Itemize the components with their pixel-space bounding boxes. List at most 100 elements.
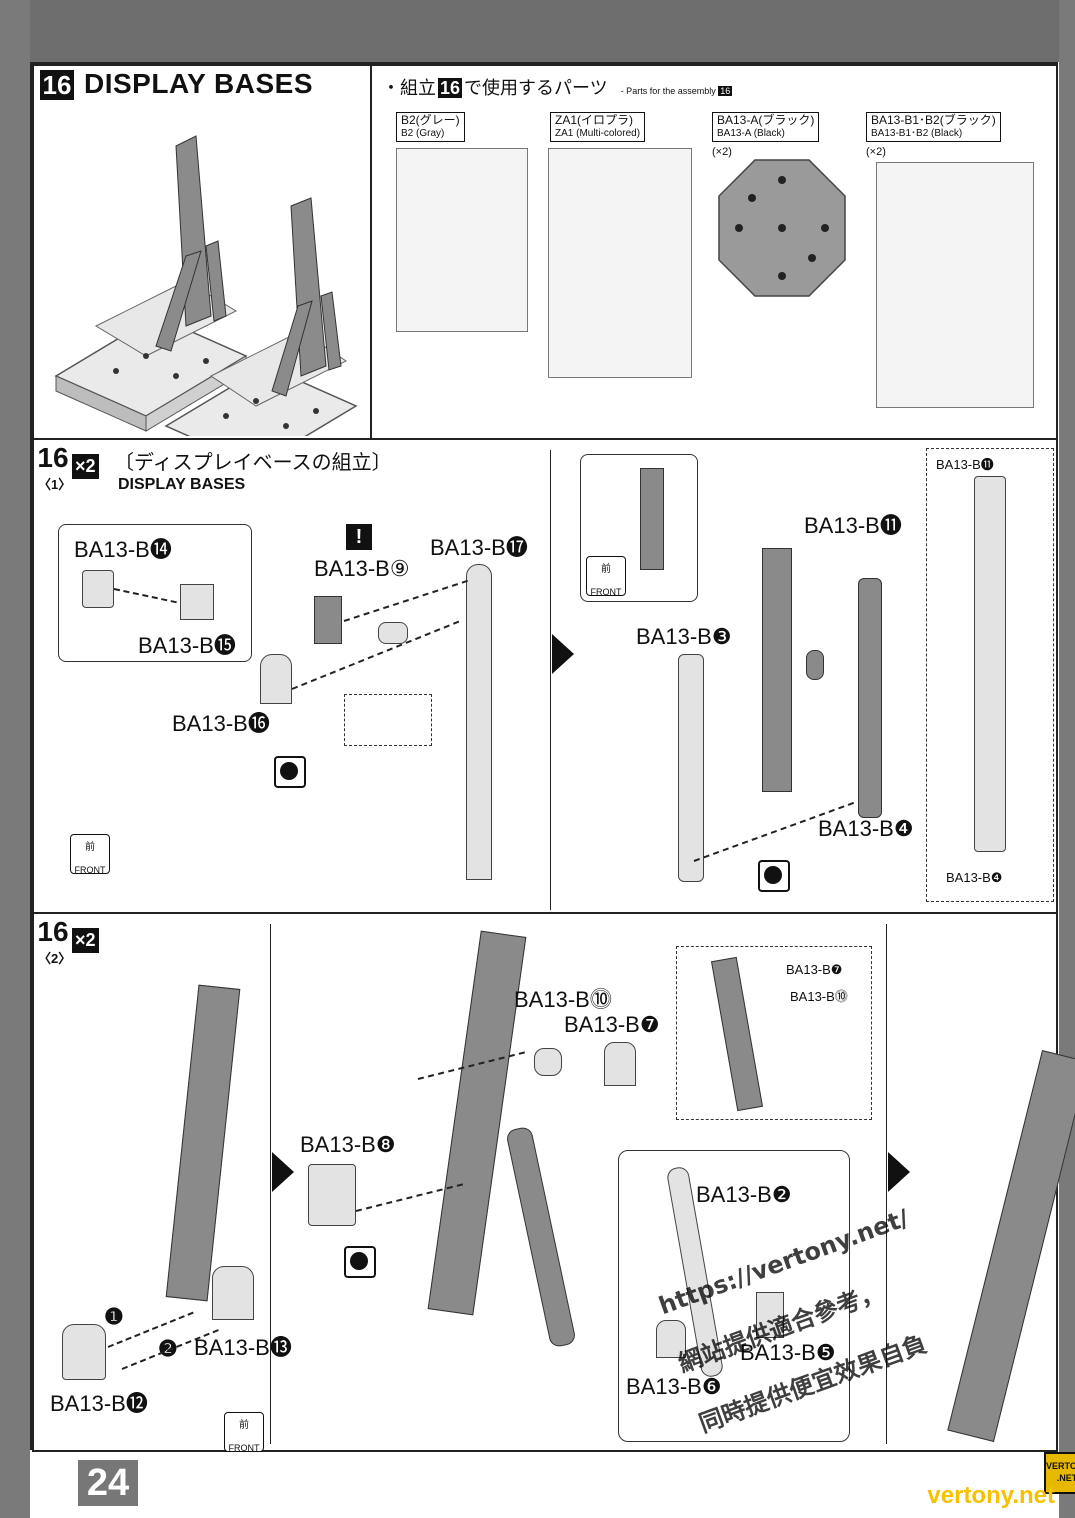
part-b6 [656, 1320, 686, 1358]
part-b7 [604, 1042, 636, 1086]
page-number: 24 [78, 1460, 138, 1506]
label-b10-small: BA13-B⓾ [790, 989, 848, 1004]
page-title: DISPLAY BASES [84, 68, 314, 99]
label-b4: BA13-B❹ [818, 816, 914, 841]
label-b11-small: BA13-B⓫ [936, 457, 994, 472]
detail-inset-b9 [344, 694, 432, 746]
next-arrow-3 [888, 1152, 910, 1192]
order-1: ❶ [104, 1304, 124, 1329]
next-arrow-2 [272, 1152, 294, 1192]
runner-b2 [396, 148, 528, 332]
part-b12 [62, 1324, 106, 1380]
next-arrow-1 [552, 634, 574, 674]
part-b16 [260, 654, 292, 704]
part-b3 [678, 654, 704, 882]
label-b16: BA13-B⓰ [172, 711, 270, 736]
glue-badge-3 [344, 1246, 376, 1278]
part-strut [505, 1125, 577, 1349]
part-leg-final [947, 1050, 1075, 1442]
step-2-sub: 〈2〉 [38, 951, 72, 966]
step-2-divider-2 [886, 924, 887, 1444]
arrow-b9-b17 [343, 579, 468, 622]
parts-heading-en: - Parts for the assembly 16 [620, 86, 733, 96]
label-b2: BA13-B❷ [696, 1182, 792, 1207]
runner-za1-label: ZA1(イロプラ)ZA1 (Multi-colored) [550, 112, 646, 142]
glue-badge-2 [758, 860, 790, 892]
label-b14: BA13-B⓮ [74, 537, 172, 562]
part-b9 [378, 622, 408, 644]
label-b7-small: BA13-B❼ [786, 962, 843, 977]
detail-inset-b2 [618, 1150, 850, 1442]
step-1-number: 16 [36, 442, 70, 473]
label-b15: BA13-B⓯ [138, 633, 236, 658]
part-b11 [806, 650, 824, 680]
step-2-divider-1 [270, 924, 271, 1444]
step-2-multiplier: ×2 [72, 928, 99, 953]
runner-ba13a [718, 159, 846, 297]
part-b11-detail [974, 476, 1006, 852]
runner-ba13b-qty: (×2) [866, 146, 886, 158]
glue-badge-1 [274, 756, 306, 788]
parts-heading-ja2: で使用するパーツ [464, 78, 608, 98]
parts-heading-ja: ・組立 [382, 78, 436, 98]
label-b7: BA13-B❼ [564, 1012, 660, 1037]
step-2-number: 16 [36, 916, 70, 947]
label-b9: BA13-B⑨ [314, 556, 410, 581]
page-frame-right [1059, 0, 1075, 1518]
step-1-title-ja: 〔ディスプレイベースの組立〕 [114, 452, 392, 474]
vertony-logo: VERTONY.NET [1044, 1452, 1075, 1494]
detail-inset-b14 [58, 524, 252, 662]
page-frame-top [30, 0, 1075, 62]
step-number: 16 [40, 70, 74, 100]
label-b12: BA13-B⓬ [50, 1391, 148, 1416]
label-b5: BA13-B❺ [740, 1340, 836, 1365]
order-2: ❷ [158, 1336, 178, 1361]
runner-za1 [548, 148, 692, 378]
part-b5 [756, 1292, 784, 1338]
display-base-illustration [54, 135, 358, 436]
runner-ba13a-label: BA13-A(ブラック)BA13-A (Black) [712, 112, 820, 142]
detail-inset-front [580, 454, 698, 602]
title-panel: 16 DISPLAY BASES [32, 64, 372, 440]
step-1-panel: 16 〈1〉 ×2 〔ディスプレイベースの組立〕 DISPLAY BASES B… [32, 438, 1058, 914]
parts-step-badge: 16 [438, 78, 463, 98]
detail-inset-b7 [676, 946, 872, 1120]
step-1-title-en: DISPLAY BASES [118, 476, 246, 493]
page-frame-left [0, 0, 30, 1518]
part-b17-assembled [762, 548, 792, 792]
runner-b2-label: B2(グレー)B2 (Gray) [396, 112, 465, 142]
step-1-multiplier: ×2 [72, 454, 99, 479]
label-b10: BA13-B⓾ [514, 987, 612, 1012]
runner-ba13b [876, 162, 1034, 408]
part-b9-peg [314, 596, 342, 644]
part-b4 [858, 578, 882, 818]
step-1-sub: 〈1〉 [38, 477, 72, 492]
part-leg-left [165, 984, 241, 1302]
part-b17 [466, 564, 492, 880]
part-b10 [534, 1048, 562, 1076]
warning-icon: ! [346, 524, 372, 550]
part-b15 [180, 584, 214, 620]
runner-ba13b-label: BA13-B1･B2(ブラック)BA13-B1･B2 (Black) [866, 112, 1001, 142]
part-peg-detail [640, 468, 664, 570]
label-b8: BA13-B❽ [300, 1132, 396, 1157]
runner-ba13a-qty: (×2) [712, 146, 732, 158]
part-b14 [82, 570, 114, 608]
label-b11: BA13-B⓫ [804, 513, 902, 538]
site-url: vertony.net [927, 1482, 1055, 1509]
part-b8 [308, 1164, 356, 1226]
label-b13: BA13-B⓭ [194, 1335, 292, 1360]
label-b3: BA13-B❸ [636, 624, 732, 649]
label-b17: BA13-B⓱ [430, 535, 528, 560]
step-1-divider [550, 450, 551, 910]
label-b6: BA13-B❻ [626, 1374, 722, 1399]
detail-inset-b11 [926, 448, 1054, 902]
part-leg-middle [427, 930, 527, 1316]
